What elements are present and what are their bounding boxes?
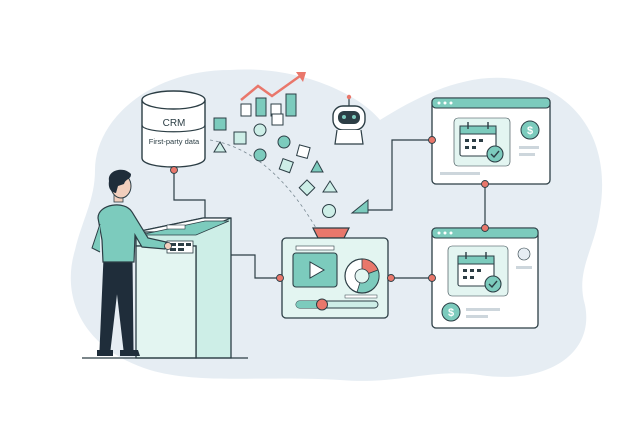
robot-icon <box>332 94 366 145</box>
pie-chart-icon <box>344 258 380 294</box>
kiosk-terminal <box>82 217 248 359</box>
calendar-check-icon <box>453 117 511 167</box>
dollar-coin-icon: $ <box>520 120 540 140</box>
data-shapes <box>209 113 369 229</box>
media-panel <box>281 237 389 319</box>
dollar-coin-icon: $ <box>441 302 461 322</box>
play-icon <box>309 261 326 279</box>
connector-nodes <box>170 136 489 282</box>
database-subtitle: First-party data <box>149 137 200 146</box>
svg-text:$: $ <box>448 307 454 319</box>
card-top-right: $ <box>431 97 551 185</box>
calendar-check-icon <box>447 245 509 297</box>
database-title: CRM <box>163 118 186 129</box>
funnel-bowl <box>312 227 350 239</box>
person-figure <box>91 169 172 356</box>
crm-database: CRM First-party data <box>141 90 206 168</box>
card-bottom-right: $ <box>431 227 539 329</box>
svg-text:$: $ <box>527 125 533 137</box>
connector-lines <box>173 139 486 310</box>
